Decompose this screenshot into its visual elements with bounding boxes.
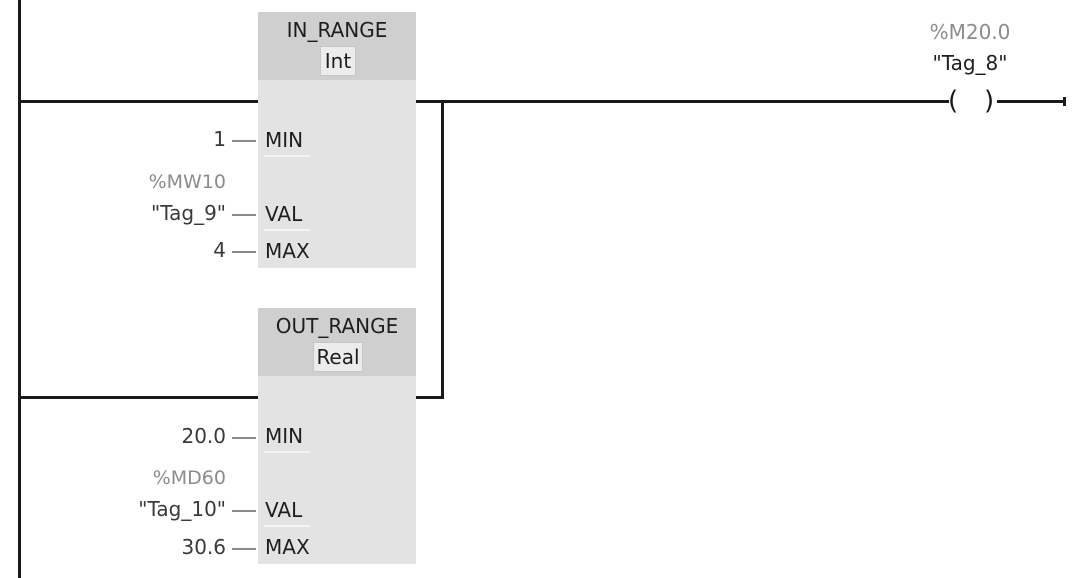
in-range-max-value[interactable]: 4 [213,238,226,262]
coil-tag[interactable]: "Tag_8" [932,51,1008,75]
out-range-min-value[interactable]: 20.0 [181,424,226,448]
wire-to-coil [441,100,949,103]
rung-wire-in-range-input [18,100,258,103]
in-range-val-address[interactable]: %MW10 [148,171,226,193]
out-range-pin-val: VAL [265,498,303,522]
out-range-max-value[interactable]: 30.6 [181,535,226,559]
out-range-pin-max: MAX [265,535,310,559]
or-branch-joiner [441,100,444,399]
in-range-min-wire [232,140,256,142]
in-range-pin-val-underline [264,229,310,231]
coil-address[interactable]: %M20.0 [929,20,1011,44]
out-range-block[interactable]: OUT_RANGE Real MIN VAL MAX [258,308,416,564]
out-range-title: OUT_RANGE [275,314,399,338]
coil-open-paren[interactable]: ( [948,86,959,116]
out-range-val-tag[interactable]: "Tag_10" [138,497,226,521]
in-range-output-wire [416,100,444,103]
out-range-val-wire [232,510,256,512]
in-range-pin-min: MIN [265,128,304,152]
in-range-block[interactable]: IN_RANGE Int MIN VAL MAX [258,12,416,268]
in-range-pin-max: MAX [265,239,310,263]
out-range-max-wire [232,548,256,550]
in-range-max-wire [232,251,256,253]
out-range-min-wire [232,437,256,439]
in-range-type-chip[interactable]: Int [320,46,356,76]
out-range-val-address[interactable]: %MD60 [152,467,226,489]
in-range-val-wire [232,214,256,216]
out-range-type-chip[interactable]: Real [313,342,363,372]
rung-wire-out-range-input [18,396,258,399]
in-range-title: IN_RANGE [286,18,388,42]
wire-after-coil [997,100,1065,103]
out-range-pin-val-underline [264,525,310,527]
out-range-output-wire [416,396,444,399]
in-range-min-value[interactable]: 1 [213,127,226,151]
left-power-rail [18,0,21,578]
in-range-pin-min-underline [264,155,310,157]
in-range-val-tag[interactable]: "Tag_9" [151,201,226,225]
out-range-pin-min: MIN [265,424,304,448]
out-range-pin-min-underline [264,451,310,453]
rung-end-marker [1063,97,1066,106]
coil-close-paren[interactable]: ) [984,86,995,116]
in-range-pin-val: VAL [265,202,303,226]
